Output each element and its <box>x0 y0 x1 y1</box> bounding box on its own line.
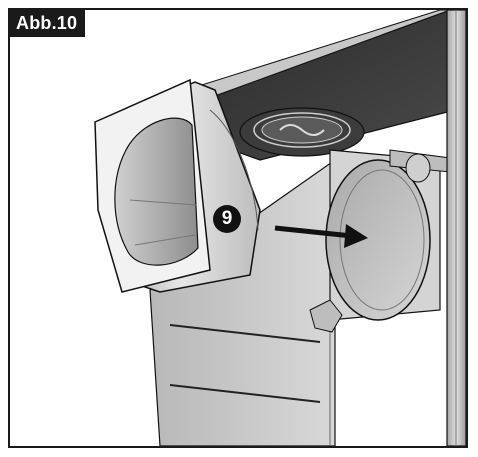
target-disc <box>325 159 431 321</box>
arrow-right-icon <box>274 225 353 239</box>
funnel-opening <box>114 117 199 266</box>
numbered-circle-icon: 9 <box>213 205 241 233</box>
technical-illustration <box>94 10 466 446</box>
figure-frame: Abb.10 9 <box>8 8 468 448</box>
figure-label: Abb.10 <box>10 10 86 37</box>
